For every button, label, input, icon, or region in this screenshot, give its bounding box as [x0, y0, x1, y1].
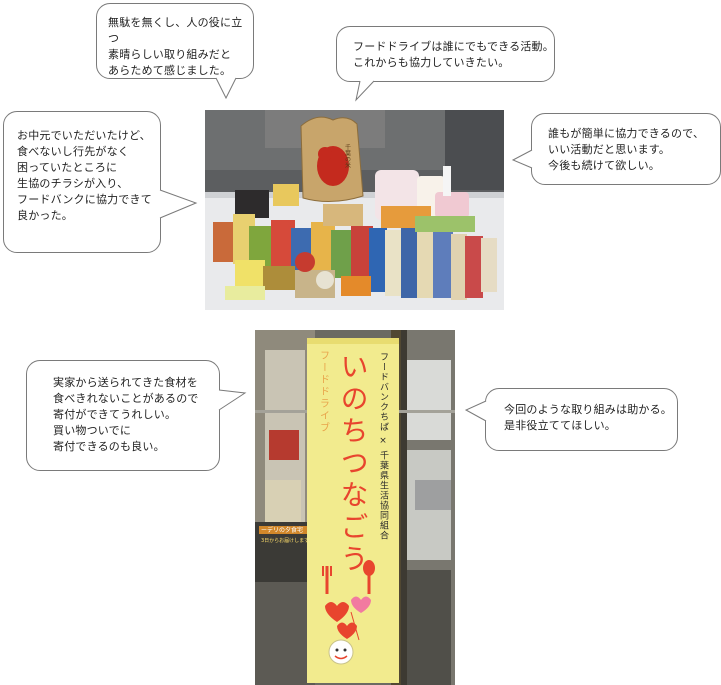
bubble-tail: [158, 189, 198, 219]
comment-text: 無駄を無くし、人の役に立つ 素晴らしい取り組みだと あらためて感じました。: [108, 16, 243, 77]
comment-bubble-mid-left: お中元でいただいたけど、 食べないし行先がなく 困っていたところに 生協のチラシ…: [3, 111, 161, 253]
comment-text: 今回のような取り組みは助かる。 是非役立ててほしい。: [504, 403, 672, 432]
comment-text: 実家から送られてきた食材を 食べきれないことがあるので 寄付ができてうれしい。 …: [53, 376, 199, 453]
comment-bubble-mid-right: 誰もが簡単に協力できるので、 いい活動だと思います。 今後も続けて欲しい。: [531, 113, 721, 185]
comment-bubble-low-left: 実家から送られてきた食材を 食べきれないことがあるので 寄付ができてうれしい。 …: [26, 360, 220, 471]
comment-bubble-top-left: 無駄を無くし、人の役に立つ 素晴らしい取り組みだと あらためて感じました。: [96, 3, 254, 79]
bubble-tail: [511, 149, 534, 169]
banner-subtitle: フードドライブ: [318, 350, 330, 434]
bubble-tail: [355, 79, 375, 102]
shop-sign-text: ーデリの夕食宅: [261, 526, 303, 534]
bubble-tail: [215, 76, 237, 100]
banner-slogan: いのちつなごう: [337, 352, 370, 576]
bubble-tail: [464, 400, 488, 422]
comment-bubble-top-right: フードドライブは誰にでもできる活動。 これからも協力していきたい。: [336, 26, 555, 82]
donated-goods-photo: 千葉の米: [205, 110, 504, 310]
comment-text: 誰もが簡単に協力できるので、 いい活動だと思います。 今後も続けて欲しい。: [548, 127, 705, 172]
bubble-tail: [217, 389, 247, 411]
rice-bag-label: 千葉の米: [344, 143, 351, 169]
comment-bubble-low-right: 今回のような取り組みは助かる。 是非役立ててほしい。: [485, 388, 678, 451]
food-drive-banner-photo: ーデリの夕食宅 3日からお届けします フードバンクちば × 千葉県生活協同組合 …: [255, 330, 455, 685]
comment-text: お中元でいただいたけど、 食べないし行先がなく 困っていたところに 生協のチラシ…: [17, 129, 152, 222]
comment-text: フードドライブは誰にでもできる活動。 これからも協力していきたい。: [353, 40, 554, 69]
shop-sign-text-2: 3日からお届けします: [261, 537, 309, 544]
banner-title: フードバンクちば × 千葉県生活協同組合: [378, 352, 389, 541]
